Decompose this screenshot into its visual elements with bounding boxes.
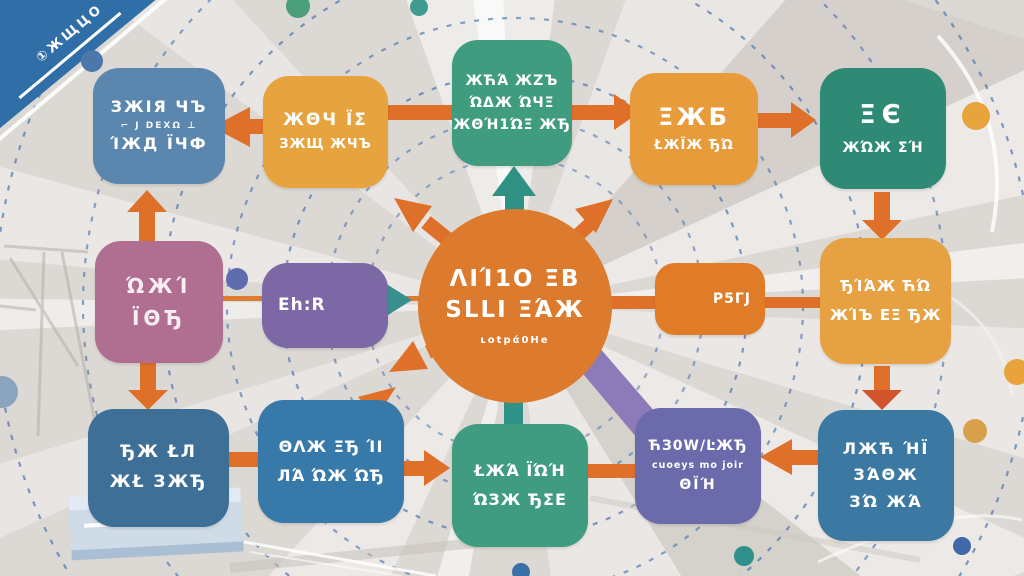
node-text-line: ЖŁ ЗЖЂ xyxy=(109,472,208,492)
center-node: ΛΙΊ1Ο ΞΒ SLLΙ ΞΆЖ ʟotpά0He xyxy=(418,209,612,403)
node-text-line: ЋЗ0W/ĿЖЂ xyxy=(648,438,748,455)
node-text-line: ЗЖΙЯ ЧЪ xyxy=(110,97,208,117)
node-mid-purple: Eh:R xyxy=(262,263,388,348)
node-text-line: ΪΘЂ xyxy=(131,305,186,330)
node-text-line: ЛΆ ΏЖ ΏЂ xyxy=(277,466,385,485)
node-text-line: cuoeys mo joir xyxy=(652,459,744,471)
node-text-line: Eh:R xyxy=(278,294,326,315)
node-bottom-blue-1: ЂЖ ŁЛ ЖŁ ЗЖЂ xyxy=(88,409,229,527)
node-text-line: ЗΏ ЖΆ xyxy=(849,491,923,511)
node-top-orange: ЖΘЧ ΪΣ ЗЖЩ ЖЧЪ xyxy=(263,76,388,188)
node-text-line: ΏЖΊ xyxy=(126,273,192,298)
node-text-line: ЖΊЪ EΞ ЂЖ xyxy=(829,305,942,324)
node-top-orange-2: ΞЖБ ŁЖΪЖ ЂΏ xyxy=(630,73,758,185)
node-text-line: ЖΏЖ ΣΉ xyxy=(842,139,924,156)
node-text-line: ΏЗЖ ЂΣΕ xyxy=(473,490,567,509)
node-text-line: ŁЖΪЖ ЂΏ xyxy=(654,138,734,154)
center-text-line: SLLΙ ΞΆЖ xyxy=(445,297,585,323)
node-text-line: ЂΊΆЖ ЋΏ xyxy=(840,277,931,296)
node-mid-mauve: ΏЖΊ ΪΘЂ xyxy=(95,241,223,363)
node-text-line: ЛЖЋ ΉΪ xyxy=(842,438,930,458)
node-text-line: ΞЖБ xyxy=(658,102,730,131)
node-text-line: ЗЖЩ ЖЧЪ xyxy=(279,137,372,153)
node-text-line: ⌐ J DEXΩ ⊥ xyxy=(120,120,198,131)
node-top-green: ЖЋΆ ЖΖЪ ΏΔЖ ΏЧΞ ЖΘΉ1ΏΞ ЖЂ xyxy=(452,40,572,166)
node-text-line: ЖΘЧ ΪΣ xyxy=(283,109,368,130)
node-top-left-blue: ЗЖΙЯ ЧЪ ⌐ J DEXΩ ⊥ ΊЖД ΪЧФ xyxy=(93,68,225,184)
node-text-line: ΘΪΉ xyxy=(679,477,717,494)
node-text-line: ΘΛЖ ΞЂ ΊΙ xyxy=(278,436,384,456)
sketch-lines xyxy=(0,244,98,437)
node-text-line: ЗΆΘЖ xyxy=(853,465,919,485)
node-bottom-blue-2: ΘΛЖ ΞЂ ΊΙ ЛΆ ΏЖ ΏЂ xyxy=(258,400,404,523)
center-text-line: ʟotpά0He xyxy=(480,335,550,346)
node-text-line: ŁЖΆ ΪΏΉ xyxy=(474,460,566,480)
node-text-line: Ρ5ΓЈ xyxy=(712,290,751,307)
node-mid-right-orange: ЂΊΆЖ ЋΏ ЖΊЪ EΞ ЂЖ xyxy=(820,238,951,364)
center-text-line: ΛΙΊ1Ο ΞΒ xyxy=(449,266,581,292)
node-bottom-purple: ЋЗ0W/ĿЖЂ cuoeys mo joir ΘΪΉ xyxy=(635,408,761,524)
node-bottom-blue-3: ЛЖЋ ΉΪ ЗΆΘЖ ЗΏ ЖΆ xyxy=(818,410,954,541)
node-text-line: ΏΔЖ ΏЧΞ xyxy=(469,94,555,111)
node-text-line: ЖΘΉ1ΏΞ ЖЂ xyxy=(453,117,571,134)
node-text-line: ЖЋΆ ЖΖЪ xyxy=(465,72,559,89)
node-mid-orange: Ρ5ΓЈ xyxy=(655,263,765,335)
node-text-line: ΞЄ xyxy=(859,100,907,130)
node-text-line: ЂЖ ŁЛ xyxy=(120,442,197,463)
node-bottom-green: ŁЖΆ ΪΏΉ ΏЗЖ ЂΣΕ xyxy=(452,424,588,547)
node-text-line: ΊЖД ΪЧФ xyxy=(110,134,208,154)
node-top-right-green: ΞЄ ЖΏЖ ΣΉ xyxy=(820,68,946,189)
